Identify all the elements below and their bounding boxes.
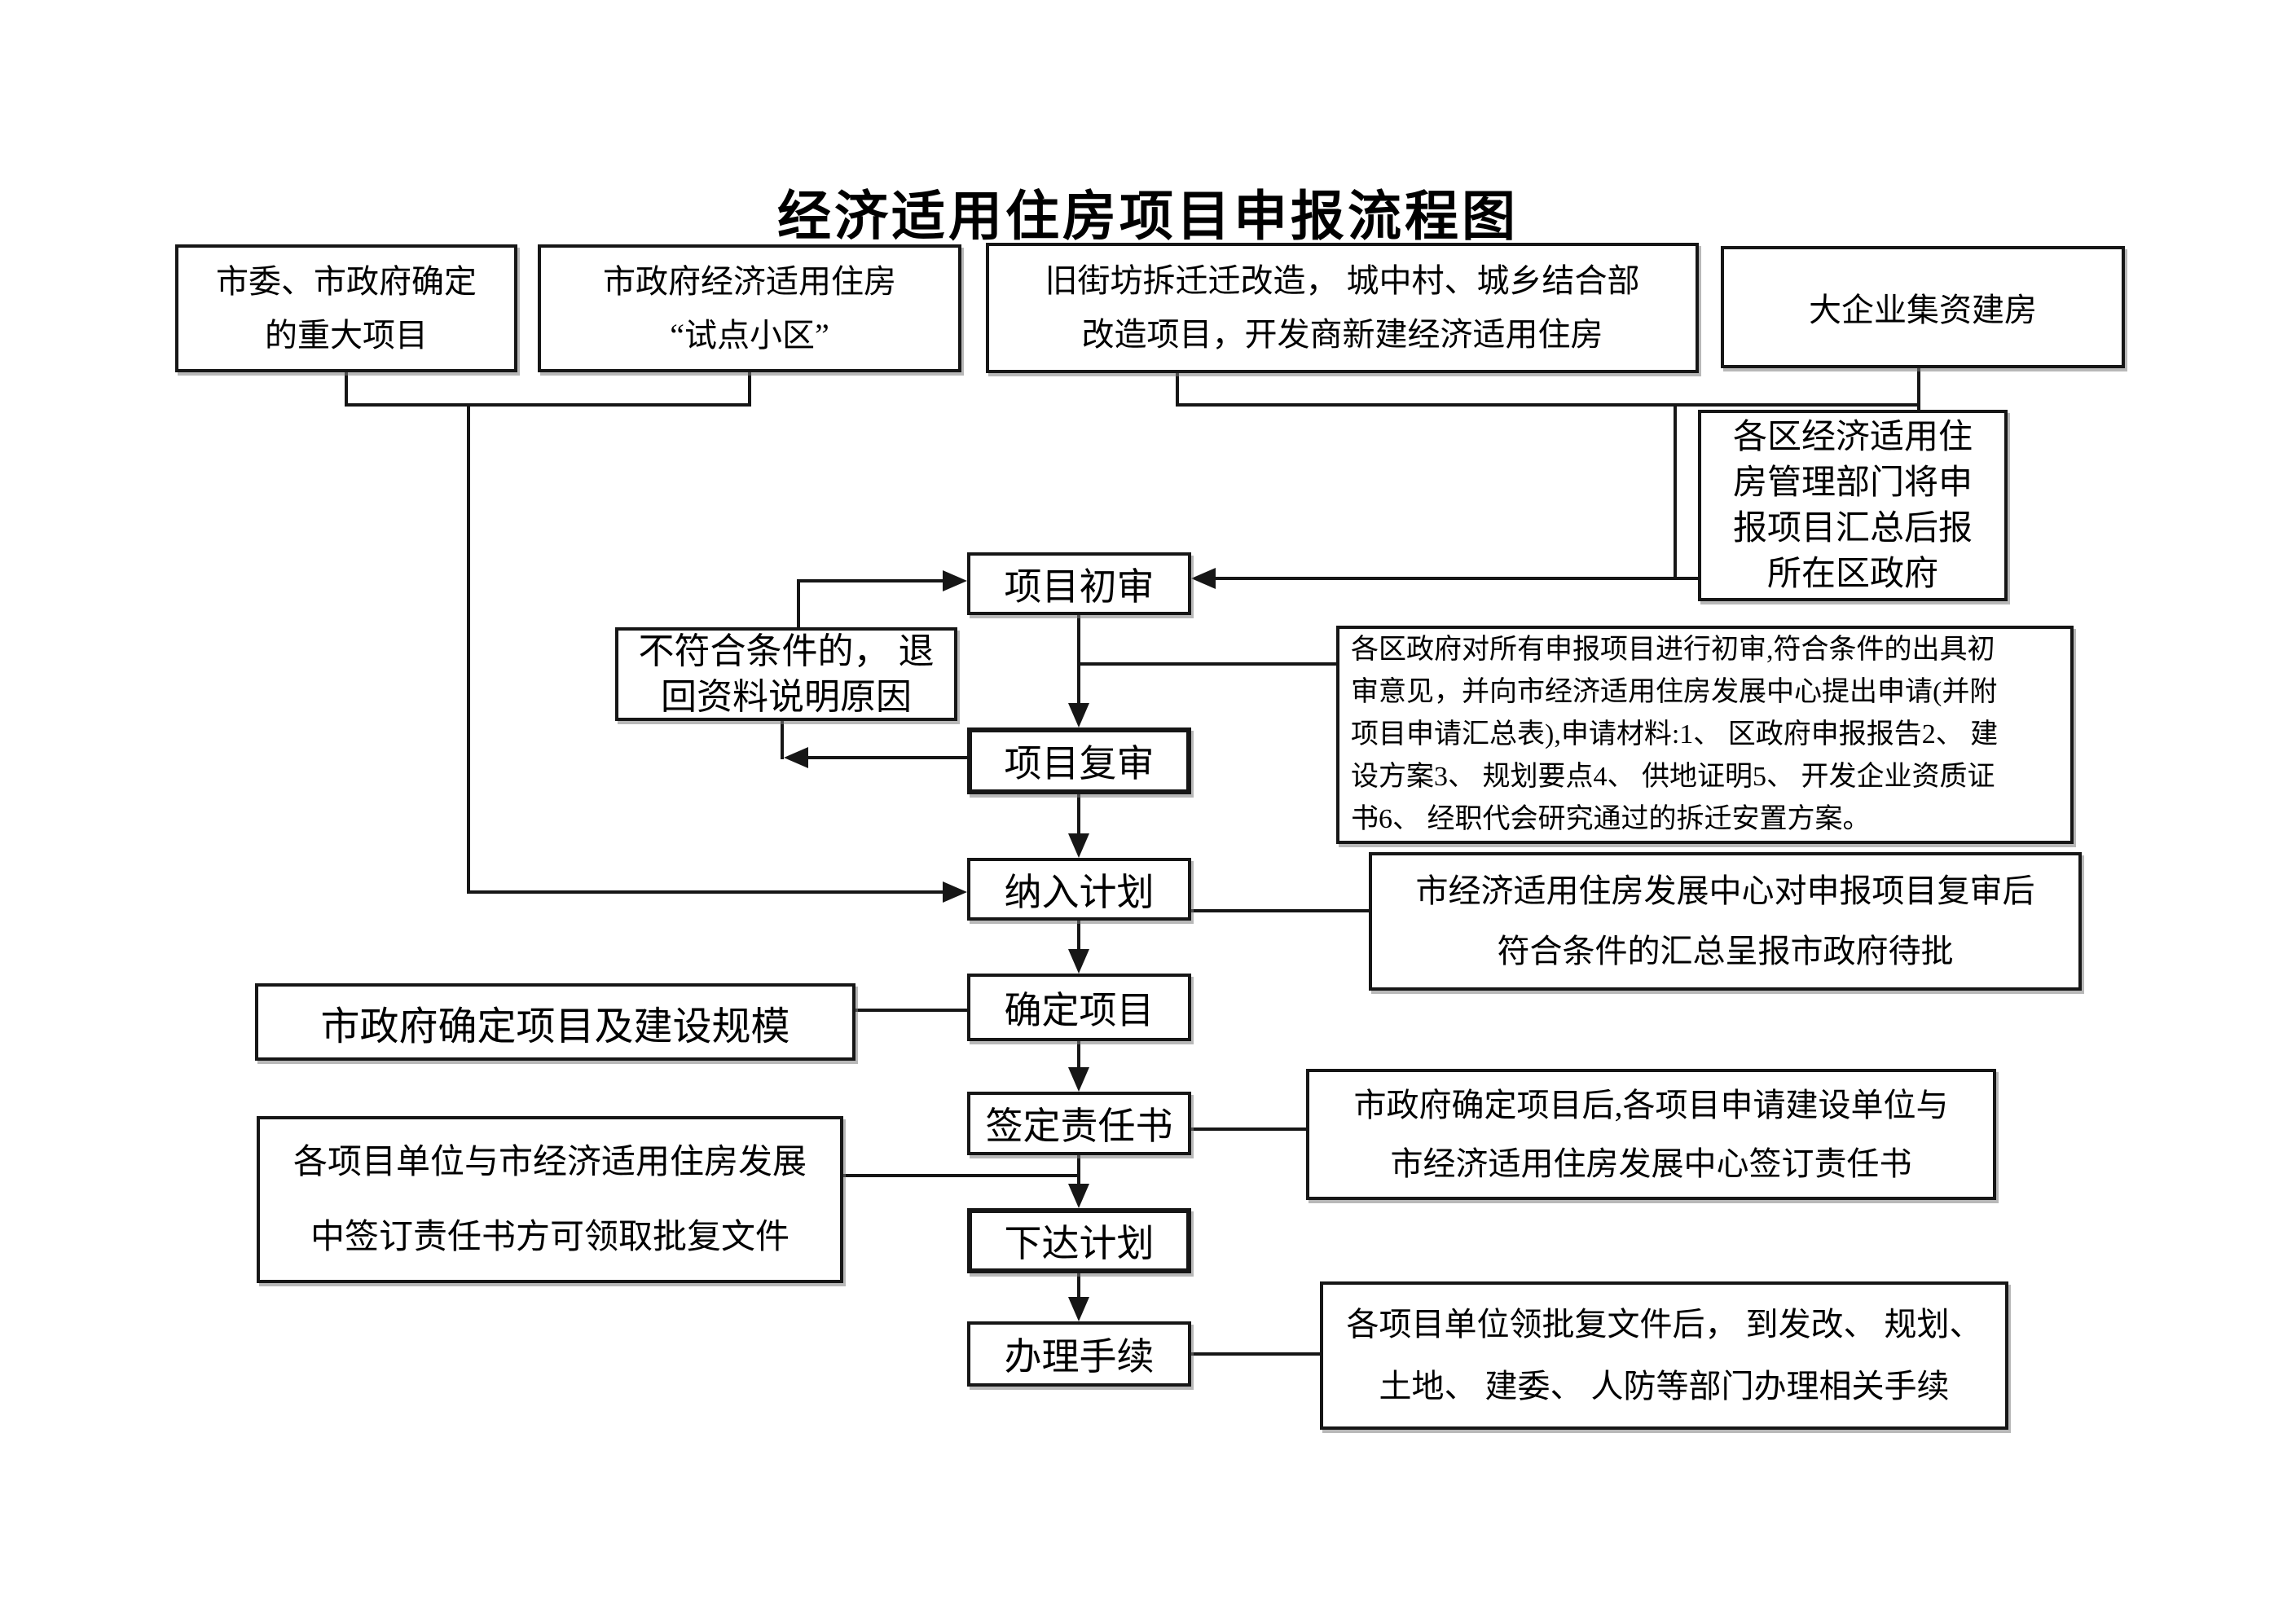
- node-line: 大企业集资建房: [1809, 292, 2037, 328]
- node-line: 各区经济适用住: [1732, 418, 1973, 456]
- arrowhead-into-reject: [784, 747, 808, 768]
- node-line: 确定项目: [1004, 989, 1155, 1031]
- note-line: 各区政府对所有申报项目进行初审,符合条件的出具初: [1351, 635, 1995, 665]
- arrowhead-include-top: [1068, 833, 1089, 858]
- node-reject-return: 不符合条件的， 退 回资料说明原因: [615, 627, 957, 721]
- node-line: 项目初审: [1004, 565, 1155, 608]
- arrowhead-into-second: [1068, 703, 1089, 727]
- note-line: 项目申请汇总表),申请材料:1、 区政府申报报告2、 建: [1351, 719, 1999, 749]
- node-enterprise-build: 大企业集资建房: [1721, 246, 2125, 368]
- note-line: 土地、 建委、 人防等部门办理相关手续: [1379, 1368, 1950, 1404]
- arrowhead-into-initial-left: [943, 570, 967, 591]
- node-line: 项目复审: [1004, 743, 1155, 785]
- node-line: 各项目单位与市经济适用住房发展: [292, 1143, 807, 1181]
- node-line: 签定责任书: [985, 1106, 1173, 1147]
- node-line: 市政府确定项目及建设规模: [320, 1004, 790, 1048]
- node-line: 市政府经济适用住房: [603, 262, 896, 300]
- node-district-management: 各区经济适用住 房管理部门将申 报项目汇总后报 所在区政府: [1698, 410, 2008, 601]
- node-line: 所在区政府: [1766, 555, 1938, 593]
- node-receive-docs: 各项目单位与市经济适用住房发展 中签订责任书方可领取批复文件: [257, 1116, 843, 1283]
- note-line: 设方案3、 规划要点4、 供地证明5、 开发企业资质证: [1351, 762, 1995, 792]
- node-line: “试点小区”: [670, 316, 829, 354]
- node-pilot-area: 市政府经济适用住房 “试点小区”: [538, 244, 961, 372]
- node-issue-plan: 下达计划: [967, 1208, 1191, 1273]
- node-line: 下达计划: [1004, 1223, 1155, 1264]
- note-line: 书6、 经职代会研究通过的拆迁安置方案。: [1351, 804, 1871, 834]
- node-scale-decision: 市政府确定项目及建设规模: [255, 983, 856, 1061]
- note-line: 市经济适用住房发展中心对申报项目复审后: [1415, 873, 2035, 909]
- note-line: 审意见，并向市经济适用住房发展中心提出申请(并附: [1351, 677, 1998, 707]
- note-procedures: 各项目单位领批复文件后， 到发改、 规划、 土地、 建委、 人防等部门办理相关手…: [1320, 1281, 2008, 1430]
- note-line: 符合条件的汇总呈报市政府待批: [1497, 933, 1954, 969]
- node-line: 回资料说明原因: [661, 676, 912, 717]
- node-sign-duty: 签定责任书: [967, 1092, 1191, 1155]
- node-line: 办理手续: [1004, 1336, 1155, 1378]
- node-line: 报项目汇总后报: [1732, 509, 1973, 547]
- node-initial-review: 项目初审: [967, 552, 1191, 615]
- node-line: 的重大项目: [265, 316, 428, 354]
- note-line: 市经济适用住房发展中心签订责任书: [1390, 1145, 1912, 1182]
- node-second-review: 项目复审: [967, 727, 1191, 794]
- node-line: 旧街坊拆迁迁改造， 城中村、城乡结合部: [1045, 262, 1640, 299]
- node-procedures: 办理手续: [967, 1321, 1191, 1387]
- node-line: 中签订责任书方可领取批复文件: [310, 1218, 790, 1256]
- note-line: 各项目单位领批复文件后， 到发改、 规划、: [1346, 1306, 1982, 1343]
- node-include-plan: 纳入计划: [967, 858, 1191, 921]
- arrowhead-issue-top: [1068, 1184, 1089, 1208]
- note-line: 市政府确定项目后,各项目申请建设单位与: [1353, 1086, 1949, 1123]
- arrowhead-confirm-top: [1068, 949, 1089, 974]
- arrowhead-sign-top: [1068, 1067, 1089, 1092]
- page-title: 经济适用住房项目申报流程图: [777, 187, 1519, 247]
- node-confirm-project: 确定项目: [967, 974, 1191, 1041]
- node-line: 不符合条件的， 退: [638, 631, 935, 671]
- node-line: 纳入计划: [1004, 871, 1155, 913]
- arrowhead-into-include: [943, 881, 967, 903]
- arrowhead-proc-top: [1068, 1297, 1089, 1321]
- node-major-projects: 市委、市政府确定 的重大项目: [175, 244, 517, 372]
- flow-connectors: [345, 361, 1920, 1356]
- note-sign-duty: 市政府确定项目后,各项目申请建设单位与 市经济适用住房发展中心签订责任书: [1306, 1069, 1996, 1200]
- note-second-review: 市经济适用住房发展中心对申报项目复审后 符合条件的汇总呈报市政府待批: [1369, 852, 2082, 991]
- node-renewal-projects: 旧街坊拆迁迁改造， 城中村、城乡结合部 改造项目，开发商新建经济适用住房: [986, 243, 1699, 373]
- node-line: 房管理部门将申: [1732, 464, 1973, 502]
- note-initial-review: 各区政府对所有申报项目进行初审,符合条件的出具初 审意见，并向市经济适用住房发展…: [1336, 626, 2074, 844]
- arrowhead-into-initial-right: [1191, 568, 1216, 589]
- node-line: 改造项目，开发商新建经济适用住房: [1081, 316, 1603, 353]
- node-line: 市委、市政府确定: [216, 262, 477, 300]
